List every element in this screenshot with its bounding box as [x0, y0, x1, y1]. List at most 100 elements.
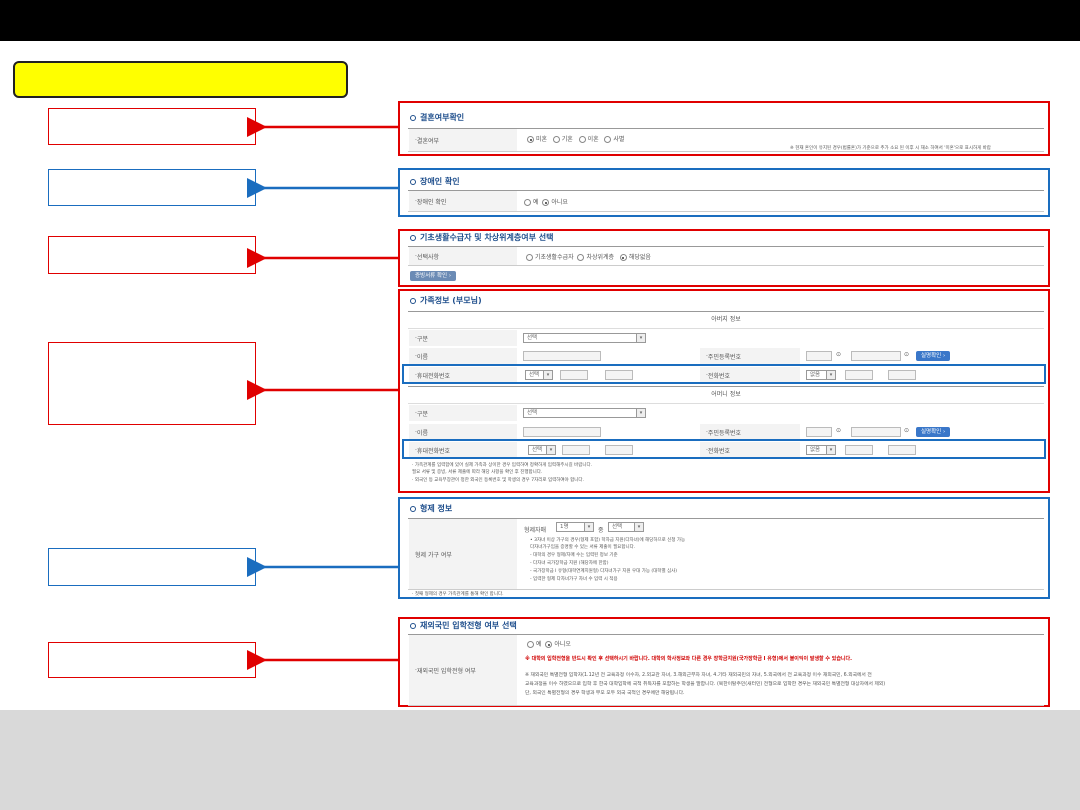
basic-living-title-text: 기초생활수급자 및 차상위계층여부 선택 — [420, 233, 554, 242]
sibling-footnote: · 첫째 형제의 경우 가족관계를 통해 확인 합니다. — [412, 592, 504, 597]
label-text: 휴대전화번호 — [416, 447, 451, 455]
father-phone-last-input[interactable] — [888, 370, 916, 380]
proof-document-button[interactable]: 증빙서류 확인 › — [410, 271, 457, 281]
label-text: 전화번호 — [707, 372, 731, 380]
chevron-down-icon: ▾ — [826, 371, 835, 379]
select-value: 선택 — [527, 410, 538, 416]
option-label: 미혼 — [536, 136, 548, 143]
mother-ssn-front-input[interactable] — [806, 427, 832, 437]
marriage-label-text: 결혼여부 — [416, 137, 440, 145]
select-value: 없음 — [810, 372, 821, 378]
section-bullet-icon — [410, 297, 416, 304]
radio-not-applicable[interactable]: 해당없음 — [619, 254, 651, 261]
father-type-select[interactable]: 선택▾ — [523, 333, 646, 343]
overseas-label-text: 재외국민 입학전형 여부 — [416, 667, 476, 675]
mother-contact-highlight — [402, 439, 1046, 459]
select-value: 선택 — [612, 524, 623, 530]
mother-mobile-last-input[interactable] — [605, 445, 633, 455]
father-ssn-label: · 주민등록번호 — [700, 348, 800, 364]
radio-disability-no[interactable]: 아니요 — [542, 199, 568, 206]
section-bullet-icon — [410, 114, 416, 121]
mother-verify-button[interactable]: 실명확인 › — [916, 427, 951, 437]
father-name-input[interactable] — [523, 351, 601, 361]
note-box-basic-living — [48, 236, 256, 274]
label-text: 휴대전화번호 — [416, 372, 451, 380]
father-mobile-last-input[interactable] — [605, 370, 633, 380]
mother-info-header: 어머니 정보 — [408, 386, 1044, 404]
overseas-warning: ※ 대학의 입학전형을 반드시 확인 후 선택하시기 바랍니다. 대학의 학사정… — [525, 656, 853, 662]
option-label: 아니오 — [554, 641, 571, 648]
mother-name-input[interactable] — [523, 427, 601, 437]
family-note-1: · 가족관계를 입력함에 있어 실제 가족과 상이한 경우 입력하여 정확하게 … — [412, 463, 593, 468]
father-mobile-mid-input[interactable] — [560, 370, 588, 380]
father-ssn-back-input[interactable] — [851, 351, 901, 361]
disability-section-title: 장애인 확인 — [410, 176, 460, 187]
mother-name-label: · 이름 — [409, 424, 517, 440]
disability-title-text: 장애인 확인 — [420, 177, 460, 186]
radio-married-single[interactable]: 미혼 — [527, 136, 547, 143]
mother-mobile-label: · 휴대전화번호 — [409, 442, 517, 458]
disability-section-frame — [398, 168, 1050, 217]
sibling-row-label: 형제 가구 여부 — [409, 519, 517, 589]
overseas-row-label: · 재외국민 입학전형 여부 — [409, 635, 517, 705]
radio-divorced[interactable]: 이혼 — [578, 136, 599, 143]
mother-phone-prefix-select[interactable]: 없음▾ — [806, 445, 836, 455]
note-box-marriage — [48, 108, 256, 145]
sibling-line-3: - 대학의 경우 형제/자매 수는 입력된 정보 기준 — [530, 553, 618, 558]
father-phone-label: · 전화번호 — [700, 367, 800, 383]
overseas-detail-3: 단, 외국인 특별전형의 경우 학생과 부모 모두 외국 국적인 경우에만 해당… — [525, 691, 685, 696]
chevron-down-icon: ▾ — [584, 523, 593, 531]
mother-type-select[interactable]: 선택▾ — [523, 408, 646, 418]
chevron-down-icon: ▾ — [636, 334, 645, 342]
sibling-line-6: - 입력한 형제 다자녀가구 자녀 수 입력 시 적용 — [530, 577, 618, 582]
chevron-down-icon: ▾ — [826, 446, 835, 454]
father-contact-highlight — [402, 364, 1046, 384]
select-value: 선택 — [529, 372, 540, 378]
option-label: 해당없음 — [628, 254, 651, 261]
mother-mobile-prefix-select[interactable]: 선택▾ — [528, 445, 556, 455]
top-black-bar — [0, 0, 1080, 41]
father-verify-button[interactable]: 실명확인 › — [916, 351, 951, 361]
basic-living-section-frame — [398, 229, 1050, 287]
radio-disability-yes[interactable]: 예 — [524, 199, 539, 206]
father-mobile-prefix-select[interactable]: 선택▾ — [525, 370, 553, 380]
radio-overseas-yes[interactable]: 예 — [527, 641, 542, 648]
yellow-title-box — [13, 61, 348, 98]
family-note-3: · 외국인 등 교육부장관이 정한 외국인 등록번호 및 학생의 경우 7자리로… — [412, 478, 584, 483]
label-text: 주민등록번호 — [707, 353, 742, 361]
label-text: 전화번호 — [707, 447, 731, 455]
sibling-title-text: 형제 정보 — [420, 504, 453, 513]
mother-ssn-back-input[interactable] — [851, 427, 901, 437]
marriage-section-title: 결혼여부확인 — [410, 112, 464, 123]
radio-widowed[interactable]: 사별 — [604, 136, 624, 143]
mother-phone-mid-input[interactable] — [845, 445, 873, 455]
verify-label: 실명확인 — [921, 429, 942, 435]
select-value: 1명 — [560, 524, 569, 530]
label-text: 구분 — [416, 410, 428, 418]
family-section-frame — [398, 289, 1050, 493]
overseas-row — [408, 634, 1044, 706]
radio-overseas-no[interactable]: 아니오 — [545, 641, 571, 648]
radio-basic-recipient[interactable]: 기초생활수급자 — [526, 254, 574, 261]
bottom-gray-area — [0, 710, 1080, 810]
father-phone-mid-input[interactable] — [845, 370, 873, 380]
option-label: 사별 — [613, 136, 625, 143]
basic-living-row-label: · 선택사항 — [409, 247, 517, 265]
sibling-count-select[interactable]: 1명 ▾ — [556, 522, 594, 532]
radio-married[interactable]: 기혼 — [552, 136, 573, 143]
overseas-detail-1: ※ 재외국민 특별전형 입학자(1.12년 전 교육과정 이수자, 2.외교관 … — [525, 673, 872, 678]
lock-icon: ⊙ — [904, 351, 910, 358]
mother-type-label: · 구분 — [409, 405, 517, 421]
basic-living-options: 기초생활수급자 차상위계층 해당없음 — [526, 252, 651, 261]
mother-phone-last-input[interactable] — [888, 445, 916, 455]
label-text: 이름 — [416, 429, 428, 437]
radio-near-poverty[interactable]: 차상위계층 — [577, 254, 614, 261]
mother-mobile-mid-input[interactable] — [562, 445, 590, 455]
father-phone-prefix-select[interactable]: 없음 ▾ — [806, 370, 836, 380]
father-ssn-front-input[interactable] — [806, 351, 832, 361]
verify-label: 실명확인 — [921, 353, 942, 359]
sibling-order-select[interactable]: 선택▾ — [608, 522, 644, 532]
sibling-section-title: 형제 정보 — [410, 503, 452, 514]
marriage-options: 미혼 기혼 이혼 사별 — [527, 134, 624, 143]
option-label: 기초생활수급자 — [535, 254, 574, 261]
